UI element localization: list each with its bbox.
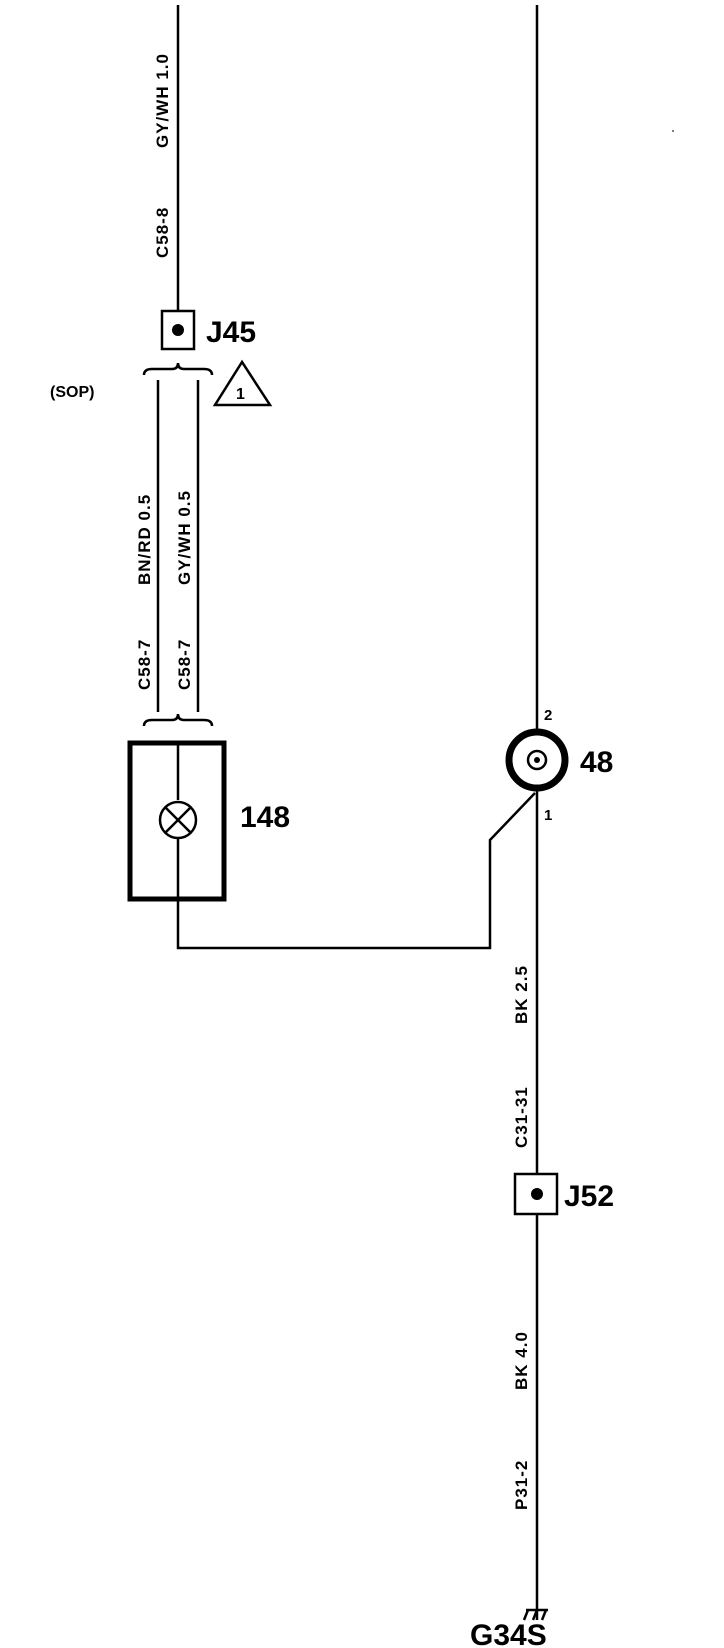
- ground-icon: [522, 1608, 548, 1621]
- wire-label-bk-4-0: BK 4.0: [512, 1331, 531, 1390]
- splice-j52-dot: [531, 1188, 543, 1200]
- wire-label-c31-31: C31-31: [512, 1086, 531, 1148]
- connector-48-dot: [534, 757, 540, 763]
- note-triangle: [212, 359, 273, 407]
- wire-label-bk-2-5: BK 2.5: [512, 965, 531, 1024]
- wire-label-p31-2: P31-2: [512, 1460, 531, 1510]
- connector-48-pin-1: 1: [544, 807, 552, 824]
- splice-j45-label: J45: [206, 316, 256, 349]
- wire-lamp-to-48: [176, 792, 536, 950]
- splice-j52-label: J52: [564, 1180, 614, 1213]
- wire-label-gywh-1-0: GY/WH 1.0: [153, 53, 172, 148]
- wire-label-c58-8: C58-8: [153, 207, 172, 258]
- wire-label-c58-7-right: C58-7: [175, 639, 194, 690]
- wire-label-gywh-0-5: GY/WH 0.5: [175, 490, 194, 585]
- sop-note: (SOP): [50, 384, 94, 401]
- connector-48-label: 48: [580, 746, 613, 779]
- connector-48-pin-2: 2: [544, 707, 552, 724]
- wire-label-bnrd-0-5: BN/RD 0.5: [135, 494, 154, 585]
- ground-g34s-label: G34S: [470, 1619, 547, 1648]
- scan-speck: [672, 130, 674, 132]
- note-triangle-number: 1: [236, 386, 245, 403]
- splice-j45-dot: [172, 324, 184, 336]
- wire-label-c58-7-left: C58-7: [135, 639, 154, 690]
- lamp-148-label: 148: [240, 801, 290, 834]
- sop-brace: [142, 362, 214, 376]
- lamp-icon-cross-b: [164, 806, 192, 834]
- lamp-brace: [142, 713, 214, 727]
